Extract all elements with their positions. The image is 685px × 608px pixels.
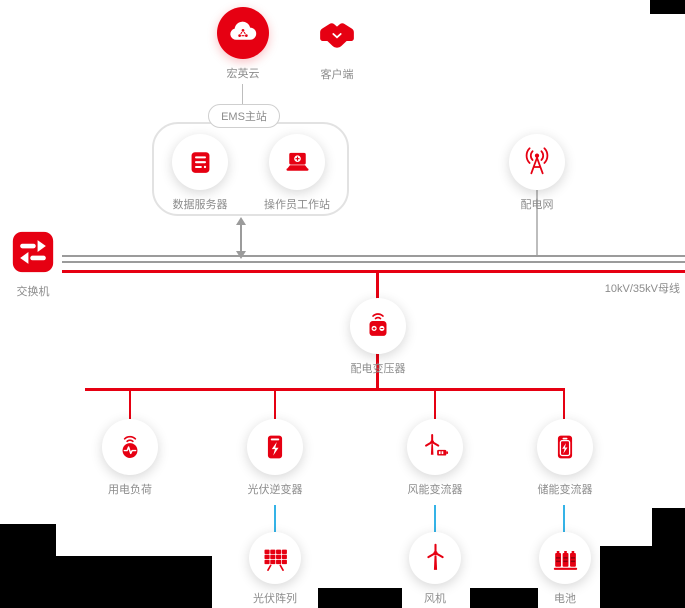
inverter-icon xyxy=(247,419,303,475)
lv-bus-line xyxy=(85,388,565,391)
pv-inverter-label: 光伏逆变器 xyxy=(247,484,303,496)
storage-converter-branch-line xyxy=(563,390,565,419)
distribution-grid-node: 配电网 xyxy=(509,134,565,212)
arrow-up-icon xyxy=(236,217,246,225)
wind-turbine-link-line xyxy=(434,505,436,532)
data-server-label: 数据服务器 xyxy=(172,199,228,211)
pv-inverter-node: 光伏逆变器 xyxy=(247,419,303,497)
letterbox-mask-bottom-mid-b xyxy=(470,588,538,608)
storage-converter-label: 储能变流器 xyxy=(537,484,593,496)
operator-workstation-node: 操作员工作站 xyxy=(264,134,330,212)
solar-panel-icon xyxy=(249,532,301,584)
cloud-to-ems-line xyxy=(242,84,243,105)
comm-bus-line-upper xyxy=(62,255,685,257)
bus-voltage-label: 10kV/35kV母线 xyxy=(604,283,680,295)
cloud-icon xyxy=(217,7,269,59)
wind-turbine-icon xyxy=(409,532,461,584)
wind-converter-node: 风能变流器 xyxy=(407,419,463,497)
handshake-icon xyxy=(311,8,363,60)
pv-array-label: 光伏阵列 xyxy=(253,593,297,605)
distribution-grid-label: 配电网 xyxy=(520,199,554,211)
cloud-label: 宏英云 xyxy=(226,68,260,80)
wind-turbine-label: 风机 xyxy=(424,593,446,605)
network-switch-icon xyxy=(11,230,55,274)
data-server-node: 数据服务器 xyxy=(172,134,228,212)
load-label: 用电负荷 xyxy=(108,484,152,496)
antenna-icon xyxy=(509,134,565,190)
letterbox-mask-top-right xyxy=(650,0,685,14)
comm-bus-line-lower xyxy=(62,261,685,263)
ems-station-title: EMS主站 xyxy=(208,104,280,128)
battery-label: 电池 xyxy=(554,593,576,605)
cloud-node: 宏英云 xyxy=(217,7,269,81)
arrow-down-icon xyxy=(236,251,246,259)
transformer-icon xyxy=(350,298,406,354)
ems-bus-arrow-line xyxy=(240,225,242,251)
wind-converter-icon xyxy=(407,419,463,475)
wind-turbine-node: 风机 xyxy=(409,532,461,606)
client-node: 客户端 xyxy=(311,8,363,82)
load-node: 用电负荷 xyxy=(102,419,158,497)
letterbox-mask-bottom-left xyxy=(0,556,212,608)
pv-inverter-branch-line xyxy=(274,390,276,419)
battery-icon xyxy=(539,532,591,584)
letterbox-mask-bottom-right xyxy=(600,546,685,608)
transformer-node: 配电变压器 xyxy=(350,298,406,376)
switch-label: 交换机 xyxy=(16,286,50,298)
switch-node: 交换机 xyxy=(11,230,55,299)
server-icon xyxy=(172,134,228,190)
battery-node: 电池 xyxy=(539,532,591,606)
battery-link-line xyxy=(563,505,565,532)
letterbox-mask-bottom-mid-a xyxy=(318,588,402,608)
client-label: 客户端 xyxy=(320,69,354,81)
laptop-icon xyxy=(269,134,325,190)
load-monitor-icon xyxy=(102,419,158,475)
transformer-drop-lower-line xyxy=(376,353,379,390)
pv-array-node: 光伏阵列 xyxy=(249,532,301,606)
wind-converter-branch-line xyxy=(434,390,436,419)
wind-converter-label: 风能变流器 xyxy=(407,484,463,496)
load-branch-line xyxy=(129,390,131,419)
transformer-label: 配电变压器 xyxy=(350,363,406,375)
pv-array-link-line xyxy=(274,505,276,532)
power-bus-10kv-line xyxy=(62,270,685,273)
letterbox-mask-right-edge xyxy=(652,508,685,546)
grid-drop-line xyxy=(536,190,538,255)
operator-workstation-label: 操作员工作站 xyxy=(264,199,330,211)
storage-converter-icon xyxy=(537,419,593,475)
storage-converter-node: 储能变流器 xyxy=(537,419,593,497)
transformer-drop-upper-line xyxy=(376,273,379,299)
